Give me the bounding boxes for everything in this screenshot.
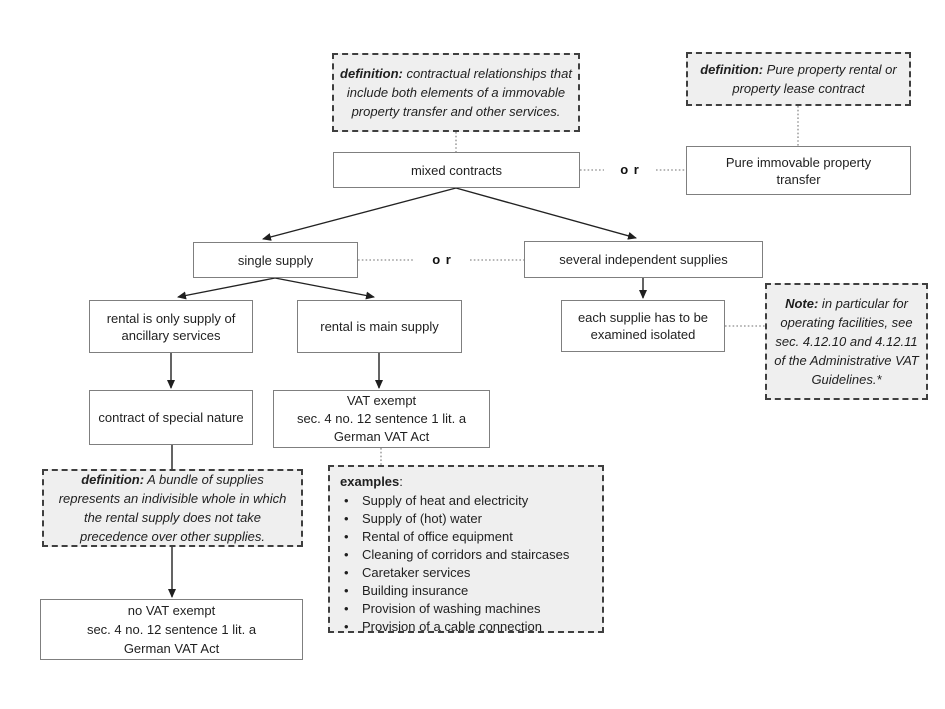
node-mixed-contracts: mixed contracts bbox=[333, 152, 580, 188]
node-vat-exempt: VAT exempt sec. 4 no. 12 sentence 1 lit.… bbox=[273, 390, 490, 448]
node-label: several independent supplies bbox=[559, 252, 728, 267]
callout-text: definition: contractual relationships th… bbox=[340, 64, 572, 121]
node-label-line: sec. 4 no. 12 sentence 1 lit. a bbox=[296, 411, 467, 426]
node-pure-immovable-property-transfer: Pure immovable property transfer bbox=[686, 146, 911, 195]
callout-lead: definition: bbox=[81, 472, 145, 487]
node-label: mixed contracts bbox=[410, 162, 503, 178]
arrow-single-to-main bbox=[274, 277, 375, 300]
examples-list: Supply of heat and electricity Supply of… bbox=[340, 492, 569, 636]
callout-text: definition: Pure property rental or prop… bbox=[694, 60, 903, 98]
arrow-mixed-to-several bbox=[455, 187, 637, 240]
node-label: each supplie has to be examined isolated bbox=[577, 310, 709, 342]
examples-item: Cleaning of corridors and staircases bbox=[340, 546, 569, 564]
callout-lead: definition: bbox=[700, 62, 764, 77]
node-label: single supply bbox=[237, 252, 314, 268]
callout-lead: definition: bbox=[340, 66, 403, 81]
node-single-supply: single supply bbox=[193, 242, 358, 278]
node-contract-of-special-nature: contract of special nature bbox=[89, 390, 253, 445]
examples-item: Provision of a cable connection bbox=[340, 618, 569, 636]
callout-definition-pure-rental: definition: Pure property rental or prop… bbox=[686, 52, 911, 106]
callout-lead: Note: bbox=[785, 296, 819, 311]
node-label-line: German VAT Act bbox=[123, 641, 220, 656]
or-label-top: o r bbox=[620, 162, 640, 177]
node-rental-main-supply: rental is main supply bbox=[297, 300, 462, 353]
callout-definition-bundle-of-supplies: definition: A bundle of supplies represe… bbox=[42, 469, 303, 547]
examples-colon: : bbox=[399, 474, 403, 489]
node-label-line: sec. 4 no. 12 sentence 1 lit. a bbox=[86, 622, 257, 637]
or-label-middle: o r bbox=[432, 252, 452, 267]
arrow-mixed-to-single bbox=[262, 187, 457, 241]
examples-header: examples: bbox=[340, 473, 403, 491]
arrow-single-to-ancillary bbox=[177, 277, 276, 300]
callout-definition-mixed-contracts: definition: contractual relationships th… bbox=[332, 53, 580, 132]
examples-item: Provision of washing machines bbox=[340, 600, 569, 618]
callout-body: Pure property rental or property lease c… bbox=[732, 62, 897, 96]
node-label-line: no VAT exempt bbox=[127, 603, 216, 618]
examples-item: Rental of office equipment bbox=[340, 528, 569, 546]
examples-item: Supply of (hot) water bbox=[340, 510, 569, 528]
node-no-vat-exempt: no VAT exempt sec. 4 no. 12 sentence 1 l… bbox=[40, 599, 303, 660]
node-label: rental is only supply of ancillary servi… bbox=[106, 310, 236, 343]
callout-body: contractual relationships that include b… bbox=[346, 66, 572, 119]
examples-item: Caretaker services bbox=[340, 564, 569, 582]
node-label-line: Pure immovable property bbox=[725, 154, 872, 170]
node-rental-only-ancillary: rental is only supply of ancillary servi… bbox=[89, 300, 253, 353]
node-several-independent-supplies: several independent supplies bbox=[524, 241, 763, 278]
node-label-line: German VAT Act bbox=[333, 429, 430, 444]
examples-item: Building insurance bbox=[340, 582, 569, 600]
callout-note-operating-facilities: Note: in particular for operating facili… bbox=[765, 283, 928, 400]
node-label-line: VAT exempt bbox=[346, 393, 417, 408]
callout-examples: examples: Supply of heat and electricity… bbox=[328, 465, 604, 636]
node-each-supplie-examined: each supplie has to be examined isolated bbox=[561, 300, 725, 352]
callout-body: A bundle of supplies represents an indiv… bbox=[58, 472, 287, 544]
callout-body: in particular for operating facilities, … bbox=[774, 296, 919, 387]
callout-text: definition: A bundle of supplies represe… bbox=[50, 470, 295, 546]
node-label: rental is main supply bbox=[320, 319, 439, 334]
examples-label: examples bbox=[340, 474, 400, 489]
callout-text: Note: in particular for operating facili… bbox=[773, 294, 920, 389]
node-label-line: transfer bbox=[776, 171, 821, 187]
node-label: contract of special nature bbox=[98, 410, 244, 425]
examples-item: Supply of heat and electricity bbox=[340, 492, 569, 510]
